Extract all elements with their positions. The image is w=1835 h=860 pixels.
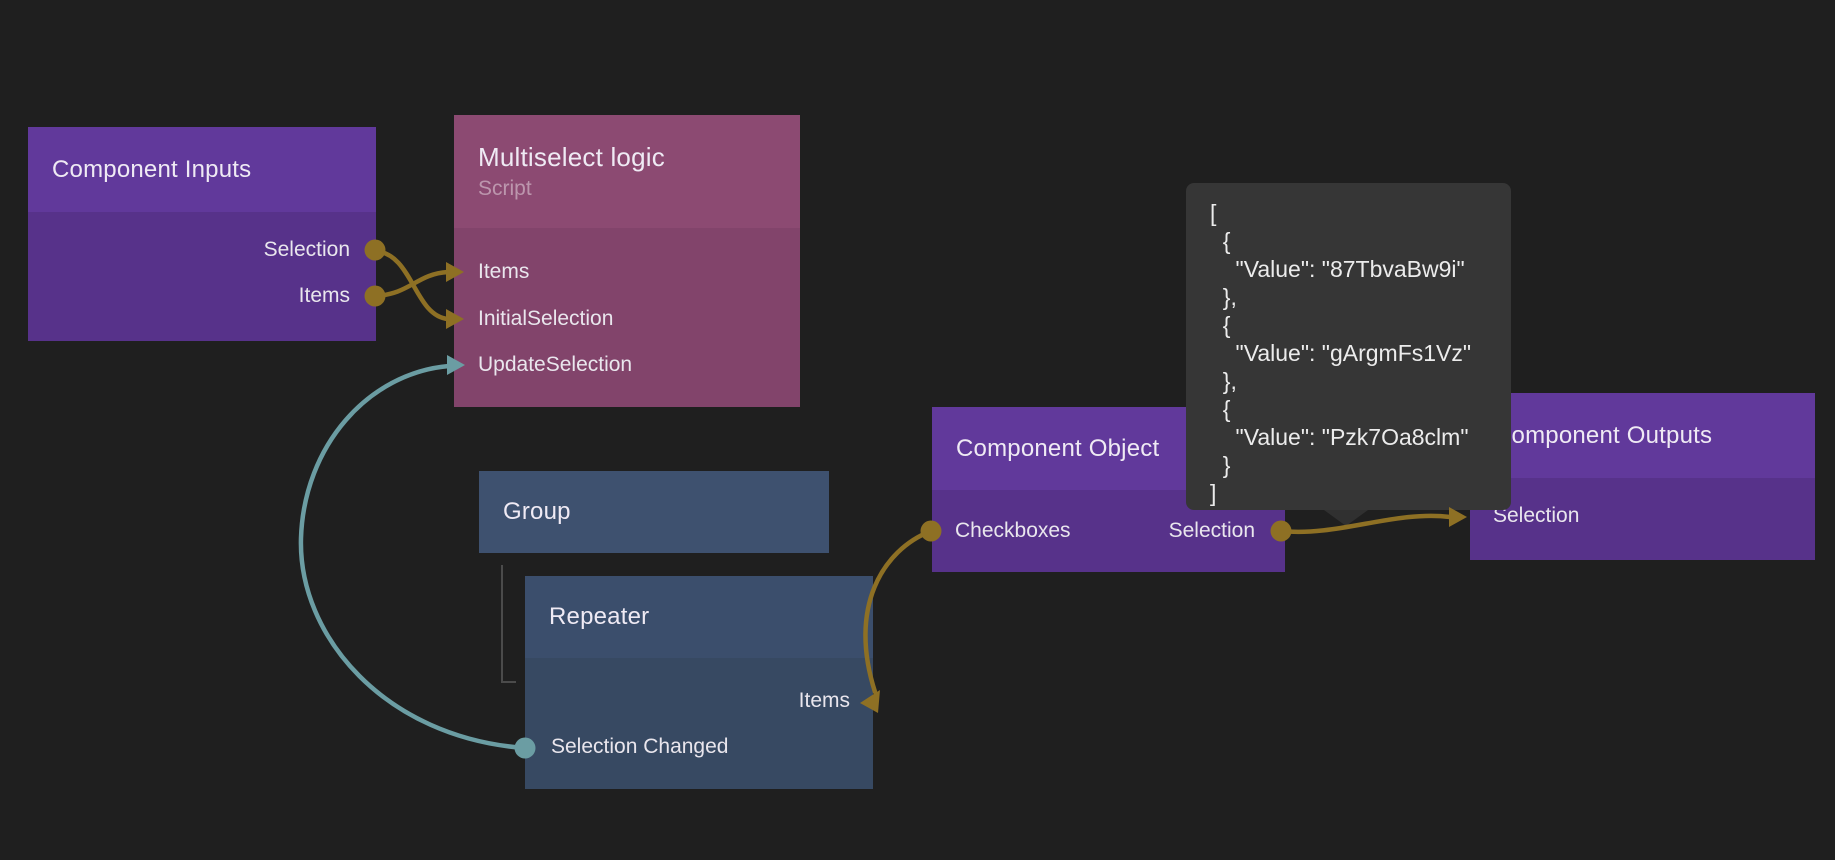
node-header[interactable]: Repeater — [525, 576, 873, 658]
node-header[interactable]: Multiselect logic Script — [454, 115, 800, 228]
node-title: Component Inputs — [52, 155, 252, 183]
port-initialselection-input[interactable]: InitialSelection — [478, 296, 613, 342]
port-updateselection-input[interactable]: UpdateSelection — [478, 342, 632, 388]
port-label: Items — [478, 260, 530, 283]
port-label: Items — [798, 689, 850, 712]
tooltip-json-text: [ { "Value": "87TbvaBw9i" }, { "Value": … — [1210, 200, 1472, 506]
port-label: Selection — [1493, 504, 1580, 527]
port-selection-output[interactable]: Selection — [1169, 508, 1255, 554]
value-preview-tooltip: [ { "Value": "87TbvaBw9i" }, { "Value": … — [1186, 183, 1511, 526]
node-title: Group — [503, 498, 571, 525]
node-title: Repeater — [549, 603, 650, 630]
port-checkboxes-output[interactable]: Checkboxes — [955, 508, 1071, 554]
node-component-outputs[interactable]: Component Outputs Selection — [1470, 393, 1815, 560]
port-label: Selection — [263, 238, 350, 261]
node-subtitle: Script — [478, 177, 532, 200]
wire-arrow-outputs-selection-icon — [1449, 507, 1467, 527]
node-group[interactable]: Group — [479, 471, 829, 553]
tooltip-pointer-icon — [1324, 510, 1368, 526]
node-header[interactable]: Component Outputs — [1470, 393, 1815, 478]
port-items-output[interactable]: Items — [299, 273, 350, 319]
port-selection-input[interactable]: Selection — [1493, 493, 1579, 539]
wire-selectionchanged-to-updateselection[interactable] — [298, 363, 528, 751]
parent-child-connector — [501, 565, 516, 683]
port-selection-output[interactable]: Selection — [264, 227, 350, 273]
port-label: Checkboxes — [955, 519, 1071, 542]
port-label: UpdateSelection — [478, 353, 633, 376]
node-title: Multiselect logic — [478, 142, 665, 172]
port-label: Items — [298, 284, 350, 307]
node-header[interactable]: Component Inputs — [28, 127, 376, 212]
port-selection-changed-output[interactable]: Selection Changed — [551, 724, 728, 770]
wire-checkboxes-to-repeater-items[interactable] — [863, 528, 934, 695]
port-label: Selection — [1168, 519, 1255, 542]
node-title: Component Outputs — [1494, 421, 1713, 449]
port-items-input[interactable]: Items — [799, 678, 850, 724]
node-component-inputs[interactable]: Component Inputs Selection Items — [28, 127, 376, 341]
node-multiselect-logic[interactable]: Multiselect logic Script Items InitialSe… — [454, 115, 800, 407]
node-repeater[interactable]: Repeater Items Selection Changed — [525, 576, 873, 789]
node-title: Component Object — [956, 434, 1160, 462]
port-label: InitialSelection — [478, 307, 614, 330]
wire-items-to-items[interactable] — [372, 269, 451, 299]
port-label: Selection Changed — [551, 735, 729, 758]
port-items-input[interactable]: Items — [478, 249, 529, 295]
wire-selection-to-initialselection[interactable] — [372, 248, 451, 322]
